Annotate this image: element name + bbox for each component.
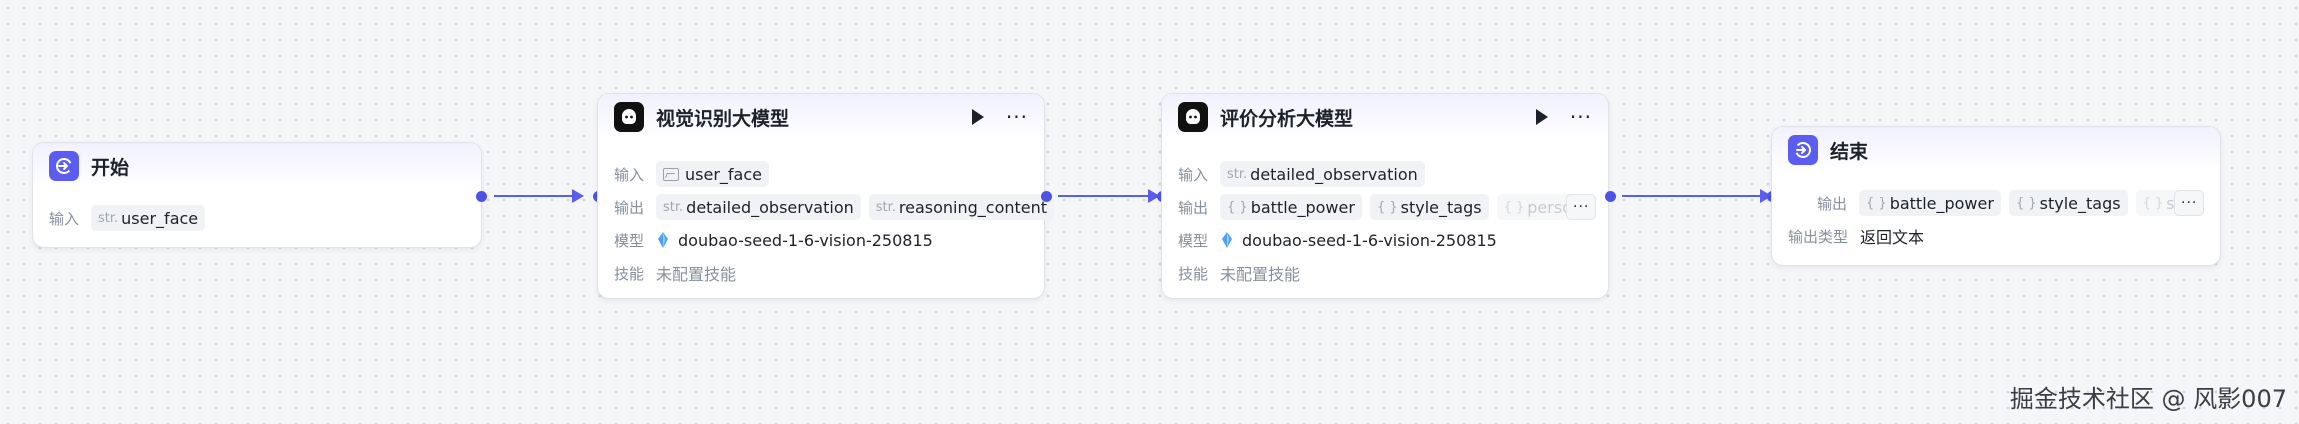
- bot-icon: [614, 102, 644, 132]
- input-label: 输入: [49, 209, 80, 228]
- output-label: 输出: [1817, 194, 1848, 213]
- input-label: 输入: [1178, 165, 1209, 184]
- analysis-skill-row: 技能 未配置技能: [1178, 260, 1300, 286]
- start-input-row: 输入 str.user_face: [49, 205, 213, 231]
- vision-output-port[interactable]: [1041, 191, 1052, 202]
- vision-skill-row: 技能 未配置技能: [614, 260, 736, 286]
- vision-model-row: 模型 doubao-seed-1-6-vision-250815: [614, 227, 933, 253]
- output-tag[interactable]: { }battle_power: [1220, 194, 1362, 220]
- more-outputs-button[interactable]: ···: [1566, 194, 1597, 220]
- analysis-llm-node[interactable]: 评价分析大模型 ··· 输入 str.detailed_observation …: [1161, 93, 1609, 299]
- model-value: doubao-seed-1-6-vision-250815: [678, 230, 933, 250]
- input-tag[interactable]: user_face: [656, 161, 769, 187]
- edge-start-vision: [494, 195, 574, 197]
- analysis-input-row: 输入 str.detailed_observation: [1178, 161, 1433, 187]
- output-tag[interactable]: str.reasoning_content: [868, 194, 1055, 220]
- skill-value: 未配置技能: [656, 265, 737, 284]
- edge-analysis-end: [1622, 195, 1762, 197]
- input-tag[interactable]: str.user_face: [91, 205, 206, 231]
- output-label: 输出: [614, 198, 645, 217]
- image-icon: [663, 167, 679, 181]
- start-node-header: 开始: [33, 143, 481, 189]
- run-button[interactable]: [971, 109, 984, 125]
- more-outputs-button[interactable]: ···: [2174, 190, 2205, 216]
- output-tag[interactable]: { }style_tags: [1369, 194, 1489, 220]
- output-label: 输出: [1178, 198, 1209, 217]
- edge-arrow: [572, 189, 584, 203]
- analysis-output-row: 输出 { }battle_power { }style_tags { }pers…: [1178, 194, 1597, 220]
- analysis-model-row: 模型 doubao-seed-1-6-vision-250815: [1178, 227, 1497, 253]
- vision-llm-node[interactable]: 视觉识别大模型 ··· 输入 user_face 输出 str.detailed…: [597, 93, 1055, 299]
- analysis-output-port[interactable]: [1605, 191, 1616, 202]
- end-output-row: 输出 { }battle_power { }style_tags { }sh: [1817, 190, 2200, 216]
- end-node[interactable]: 结束 输出 { }battle_power { }style_tags { }s…: [1771, 126, 2221, 266]
- more-button[interactable]: ···: [1569, 105, 1592, 129]
- login-arrow-icon: [49, 151, 79, 181]
- watermark: 掘金技术社区 @ 风影007: [2009, 385, 2287, 413]
- output-type-value: 返回文本: [1860, 228, 1925, 247]
- skill-value: 未配置技能: [1220, 265, 1301, 284]
- model-value: doubao-seed-1-6-vision-250815: [1242, 230, 1497, 250]
- output-type-label: 输出类型: [1788, 227, 1849, 246]
- diamond-icon: [658, 232, 668, 248]
- run-button[interactable]: [1535, 109, 1548, 125]
- analysis-node-title: 评价分析大模型: [1220, 107, 1354, 130]
- vision-node-header: 视觉识别大模型 ···: [598, 94, 1044, 140]
- input-tag[interactable]: str.detailed_observation: [1220, 161, 1425, 187]
- vision-output-row: 输出 str.detailed_observation str.reasonin…: [614, 194, 1062, 220]
- start-node[interactable]: 开始 输入 str.user_face: [32, 142, 482, 248]
- edge-vision-analysis: [1058, 195, 1150, 197]
- diamond-icon: [1222, 232, 1232, 248]
- analysis-node-header: 评价分析大模型 ···: [1162, 94, 1608, 140]
- vision-input-row: 输入 user_face: [614, 161, 777, 187]
- end-output-type-row: 输出类型 返回文本: [1788, 223, 1924, 249]
- output-tag[interactable]: { }style_tags: [2008, 190, 2128, 216]
- skill-label: 技能: [614, 264, 645, 283]
- exit-icon: [1788, 135, 1818, 165]
- start-output-port[interactable]: [476, 191, 487, 202]
- output-tag[interactable]: { }battle_power: [1859, 190, 2001, 216]
- input-label: 输入: [614, 165, 645, 184]
- end-node-header: 结束: [1772, 127, 2220, 173]
- output-tag[interactable]: str.detailed_observation: [656, 194, 861, 220]
- model-label: 模型: [614, 231, 645, 250]
- start-node-title: 开始: [91, 156, 130, 179]
- vision-node-title: 视觉识别大模型: [656, 107, 790, 130]
- bot-icon: [1178, 102, 1208, 132]
- end-node-title: 结束: [1830, 140, 1869, 163]
- more-button[interactable]: ···: [1005, 105, 1028, 129]
- skill-label: 技能: [1178, 264, 1209, 283]
- model-label: 模型: [1178, 231, 1209, 250]
